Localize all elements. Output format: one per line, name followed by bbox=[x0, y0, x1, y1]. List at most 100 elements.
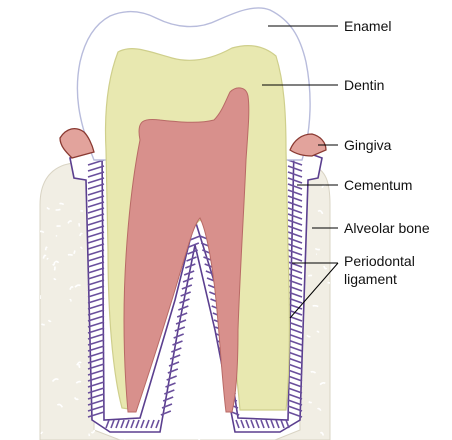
label-periodontal-ligament-line2: ligament bbox=[344, 271, 397, 287]
bone-texture-mark bbox=[308, 401, 313, 404]
ligament-fiber bbox=[87, 255, 105, 262]
bone-texture-mark bbox=[310, 370, 317, 374]
ligament-fiber bbox=[155, 419, 160, 429]
ligament-fiber bbox=[125, 419, 130, 429]
ligament-fiber bbox=[87, 303, 105, 310]
ligament-fiber bbox=[287, 273, 303, 280]
ligament-fiber bbox=[140, 419, 145, 429]
ligament-fiber bbox=[150, 419, 155, 429]
ligament-fiber bbox=[161, 403, 173, 409]
ligament-fiber bbox=[87, 261, 105, 268]
bone-texture-mark bbox=[67, 220, 73, 224]
ligament-fiber bbox=[260, 419, 265, 429]
ligament-fiber bbox=[160, 410, 172, 416]
bone-texture-mark bbox=[52, 261, 56, 266]
ligament-fiber bbox=[87, 177, 105, 184]
bone-texture-mark bbox=[40, 323, 46, 326]
ligament-fiber bbox=[285, 419, 290, 429]
ligament-fiber bbox=[87, 345, 105, 352]
ligament-fiber bbox=[87, 207, 105, 214]
periodontal-ligament bbox=[69, 146, 323, 433]
ligament-fiber bbox=[287, 387, 303, 394]
bone-texture-mark bbox=[75, 380, 82, 384]
ligament-fiber bbox=[287, 255, 303, 262]
ligament-fiber bbox=[287, 291, 303, 298]
ligament-fiber bbox=[186, 256, 197, 262]
bone-texture-mark bbox=[187, 422, 194, 426]
ligament-fiber bbox=[287, 297, 303, 304]
ligament-fiber bbox=[175, 319, 187, 325]
ligament-fiber bbox=[287, 411, 303, 418]
bone-texture-mark bbox=[42, 254, 47, 259]
ligament-fiber bbox=[240, 419, 245, 429]
bone-texture-mark bbox=[54, 260, 60, 264]
bone-texture-mark bbox=[197, 437, 201, 440]
ligament-fiber bbox=[87, 375, 105, 382]
bone-texture-mark bbox=[195, 390, 201, 394]
ligament-fiber bbox=[235, 419, 240, 429]
ligament-fiber bbox=[287, 303, 303, 310]
ligament-fiber bbox=[181, 284, 193, 290]
ligament-fiber bbox=[87, 249, 105, 256]
ligament-fiber bbox=[287, 207, 303, 214]
bone-texture-mark bbox=[46, 207, 51, 210]
ligament-fiber bbox=[265, 419, 270, 429]
bone-texture-mark bbox=[188, 409, 196, 415]
ligament-fiber bbox=[270, 419, 275, 429]
bone-texture-mark bbox=[90, 429, 96, 434]
bone-texture-mark bbox=[104, 317, 108, 321]
labels: Enamel Dentin Gingiva Cementum Alveolar … bbox=[344, 18, 430, 287]
ligament-fiber bbox=[287, 165, 303, 172]
bone-texture-mark bbox=[56, 403, 64, 408]
ligament-fiber bbox=[178, 305, 189, 311]
bone-texture-mark bbox=[79, 232, 83, 237]
bone-texture-mark bbox=[73, 250, 76, 254]
ligament-fiber bbox=[255, 419, 260, 429]
ligament-fiber bbox=[87, 171, 105, 178]
ligament-fiber bbox=[287, 405, 303, 412]
ligament-fiber bbox=[287, 393, 303, 400]
ligament-fiber bbox=[87, 183, 105, 190]
ligament-fiber bbox=[87, 243, 105, 250]
bone-texture-mark bbox=[327, 281, 330, 284]
ligament-fiber bbox=[120, 419, 125, 429]
label-periodontal-ligament-line1: Periodontal bbox=[344, 253, 415, 269]
ligament-fiber bbox=[287, 327, 303, 334]
ligament-fiber bbox=[183, 270, 195, 276]
ligament-fiber bbox=[169, 354, 181, 360]
bone-texture-mark bbox=[67, 253, 73, 256]
ligament-fiber bbox=[87, 351, 105, 358]
gingiva bbox=[59, 127, 327, 159]
ligament-fiber bbox=[188, 242, 200, 248]
bone-texture-mark bbox=[200, 304, 205, 308]
bone-texture-mark bbox=[312, 304, 319, 308]
ligament-fiber bbox=[287, 345, 303, 352]
ligament-fiber bbox=[87, 309, 105, 316]
ligament-fiber bbox=[287, 357, 303, 364]
gingiva-right bbox=[289, 133, 327, 157]
ligament-fiber bbox=[245, 419, 250, 429]
ligament-fiber bbox=[287, 159, 303, 166]
bone-texture-mark bbox=[59, 202, 65, 206]
bone-texture-mark bbox=[221, 422, 227, 425]
ligament-fiber bbox=[287, 351, 303, 358]
ligament-fiber bbox=[87, 201, 105, 208]
ligament-fiber bbox=[87, 159, 105, 166]
label-enamel: Enamel bbox=[344, 18, 391, 34]
ligament-fiber bbox=[185, 263, 196, 269]
ligament-fiber bbox=[164, 389, 175, 395]
ligament-fiber bbox=[87, 411, 105, 418]
ligament-fiber bbox=[105, 419, 110, 429]
ligament-fiber bbox=[87, 363, 105, 370]
ligament-fiber bbox=[287, 333, 303, 340]
bone-texture-mark bbox=[185, 373, 189, 377]
bone-texture-mark bbox=[47, 319, 52, 323]
ligament-fiber bbox=[287, 261, 303, 268]
bone-texture-mark bbox=[87, 433, 91, 437]
ligament-fiber bbox=[287, 177, 303, 184]
ligament-fiber bbox=[287, 195, 303, 202]
leader-lines bbox=[262, 25, 339, 319]
bone-texture-mark bbox=[306, 334, 311, 338]
ligament-fiber bbox=[87, 225, 105, 232]
